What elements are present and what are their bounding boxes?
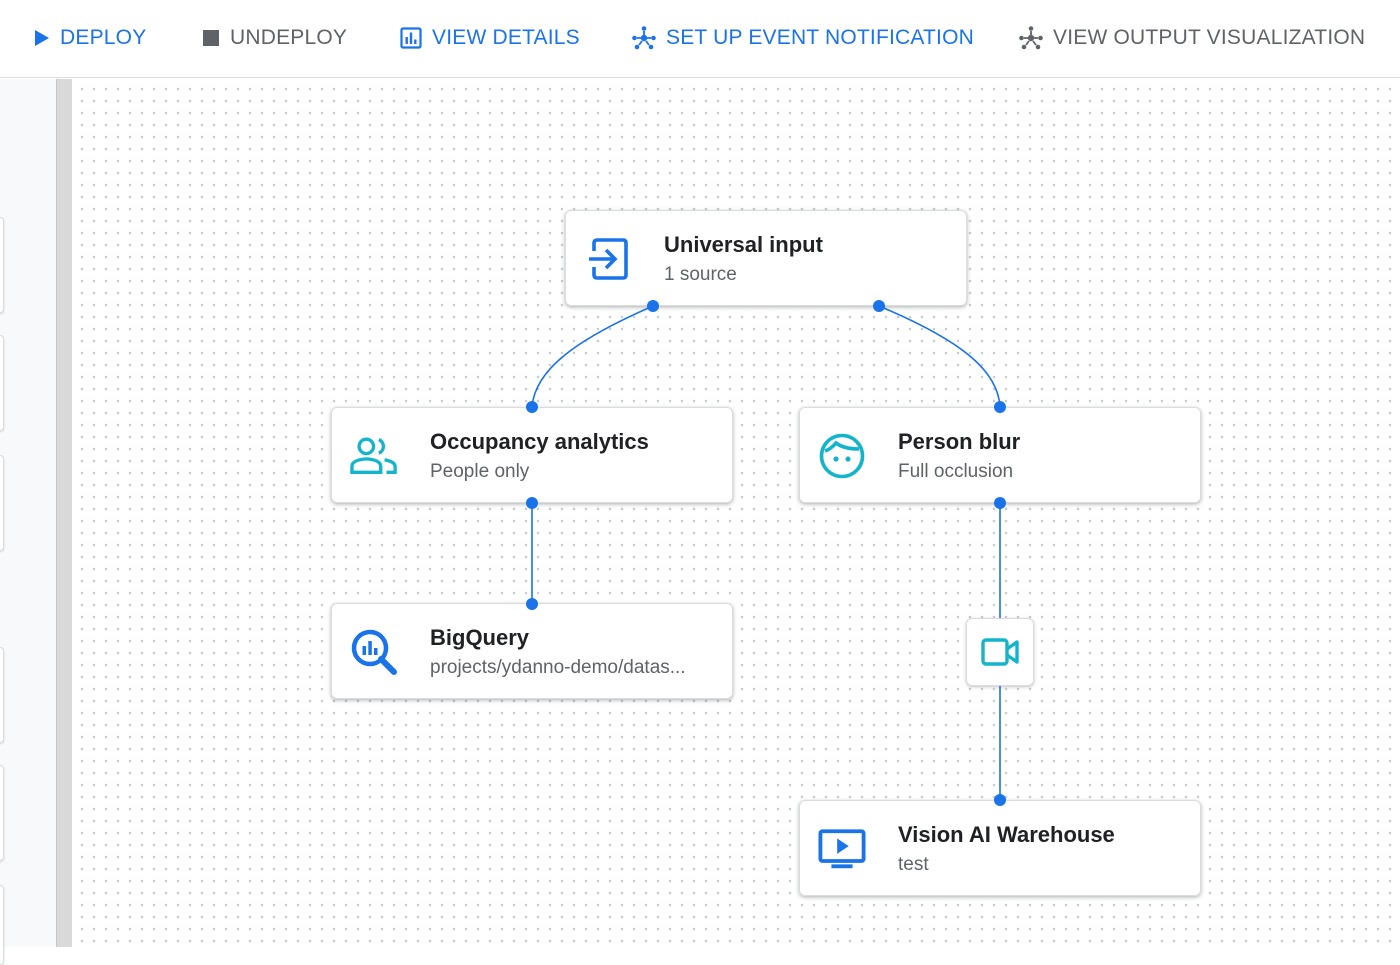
undeploy-label: UNDEPLOY [230,26,348,49]
output-visualization-button[interactable]: VIEW OUTPUT VISUALIZATION [1019,22,1365,54]
left-panel-card[interactable] [0,647,4,743]
people-icon [350,432,398,480]
output-port[interactable] [526,497,538,509]
stream-connector[interactable] [966,618,1034,686]
node-title: Vision AI Warehouse [898,822,1115,847]
node-subtitle: projects/ydanno-demo/datas... [430,657,686,678]
bigquery-icon [350,628,398,676]
input-arrow-icon [584,235,632,283]
video-play-icon [818,825,866,873]
bar-chart-icon [400,27,422,49]
face-icon [818,432,866,480]
node-subtitle: test [898,854,929,875]
node-bigquery[interactable]: BigQuery projects/ydanno-demo/datas... [331,603,733,699]
node-title: Universal input [664,232,823,257]
action-toolbar: DEPLOY UNDEPLOY VIEW DETAILS SET UP EVEN… [0,0,1400,78]
node-vision-ai-warehouse[interactable]: Vision AI Warehouse test [799,800,1201,896]
node-subtitle: Full occlusion [898,461,1014,482]
hub-icon [1019,26,1043,50]
play-icon [35,30,49,46]
node-person-blur[interactable]: Person blur Full occlusion [799,407,1201,503]
node-title: BigQuery [430,625,530,650]
output-port[interactable] [647,300,659,312]
left-panel-card[interactable] [0,217,4,313]
node-subtitle: People only [430,461,530,482]
left-panel [0,79,56,965]
event-notification-button[interactable]: SET UP EVENT NOTIFICATION [632,22,974,54]
node-occupancy-analytics[interactable]: Occupancy analytics People only [331,407,733,503]
left-panel-card[interactable] [0,335,4,431]
input-port[interactable] [994,401,1006,413]
deploy-button[interactable]: DEPLOY [34,22,146,54]
video-camera-icon [981,638,1019,666]
view-details-button[interactable]: VIEW DETAILS [400,22,580,54]
hub-icon [632,26,656,50]
stop-icon [203,30,219,46]
left-panel-card[interactable] [0,455,4,551]
panel-resize-handle[interactable] [56,79,72,947]
input-port[interactable] [994,794,1006,806]
output-visualization-label: VIEW OUTPUT VISUALIZATION [1053,26,1366,49]
input-port[interactable] [526,401,538,413]
deploy-label: DEPLOY [60,26,147,49]
undeploy-button[interactable]: UNDEPLOY [202,22,347,54]
node-title: Occupancy analytics [430,429,649,454]
input-port[interactable] [526,598,538,610]
node-universal-input[interactable]: Universal input 1 source [565,210,967,306]
node-title: Person blur [898,429,1021,454]
output-port[interactable] [994,497,1006,509]
output-port[interactable] [873,300,885,312]
node-subtitle: 1 source [664,264,737,285]
left-panel-card[interactable] [0,885,4,965]
view-details-label: VIEW DETAILS [432,26,580,49]
event-notification-label: SET UP EVENT NOTIFICATION [666,26,974,49]
left-panel-card[interactable] [0,765,4,861]
